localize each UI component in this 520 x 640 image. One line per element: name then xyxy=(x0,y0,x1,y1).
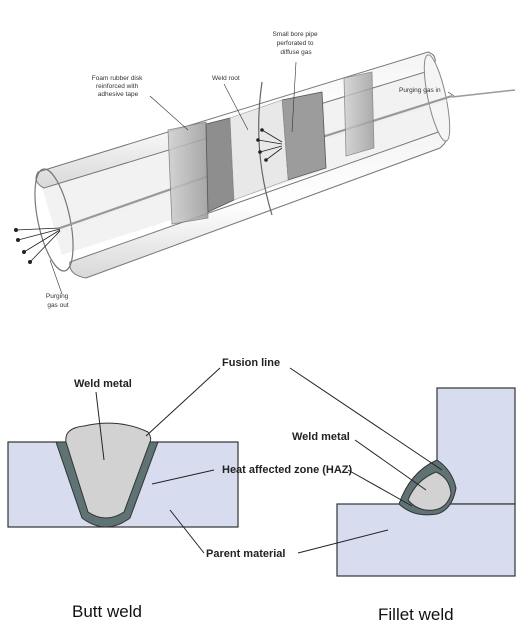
foam-disk-window-left xyxy=(205,117,235,213)
gas-diffuse-arrows xyxy=(256,128,283,162)
foam-disk-right xyxy=(343,71,375,157)
label-weld-metal-fillet: Weld metal xyxy=(292,431,350,443)
label-weld-metal-butt: Weld metal xyxy=(74,378,132,390)
butt-weld-metal xyxy=(65,422,152,519)
label-weld-root: Weld root xyxy=(212,75,240,82)
label-purging-gas-in: Purging gas in xyxy=(399,87,441,94)
label-small-bore-pipe: Small bore pipe perforated to diffuse ga… xyxy=(273,31,320,56)
butt-weld-diagram xyxy=(7,422,239,528)
pipe-left-end xyxy=(34,168,74,272)
label-foam-disk: Foam rubber disk reinforced with adhesiv… xyxy=(92,75,144,98)
purge-pipe-diagram: Foam rubber disk reinforced with adhesiv… xyxy=(13,31,516,309)
label-haz: Heat affected zone (HAZ) xyxy=(222,464,353,476)
pipe-right-end xyxy=(423,54,451,142)
fillet-weld-diagram xyxy=(336,387,516,577)
fillet-horizontal-plate xyxy=(336,503,516,577)
fillet-weld-metal xyxy=(407,471,452,511)
foam-disk-left xyxy=(167,121,209,225)
label-parent-material: Parent material xyxy=(206,548,285,560)
gas-in-line xyxy=(451,89,516,98)
caption-butt-weld: Butt weld xyxy=(72,602,142,621)
label-purging-gas-out: Purging gas out xyxy=(46,293,70,309)
leader-lines xyxy=(95,367,443,554)
label-fusion-line: Fusion line xyxy=(222,357,280,369)
foam-disk-window-right xyxy=(281,91,327,181)
caption-fillet-weld: Fillet weld xyxy=(378,605,454,624)
weld-root-ring xyxy=(258,81,273,216)
gas-out-arrows xyxy=(13,227,61,264)
